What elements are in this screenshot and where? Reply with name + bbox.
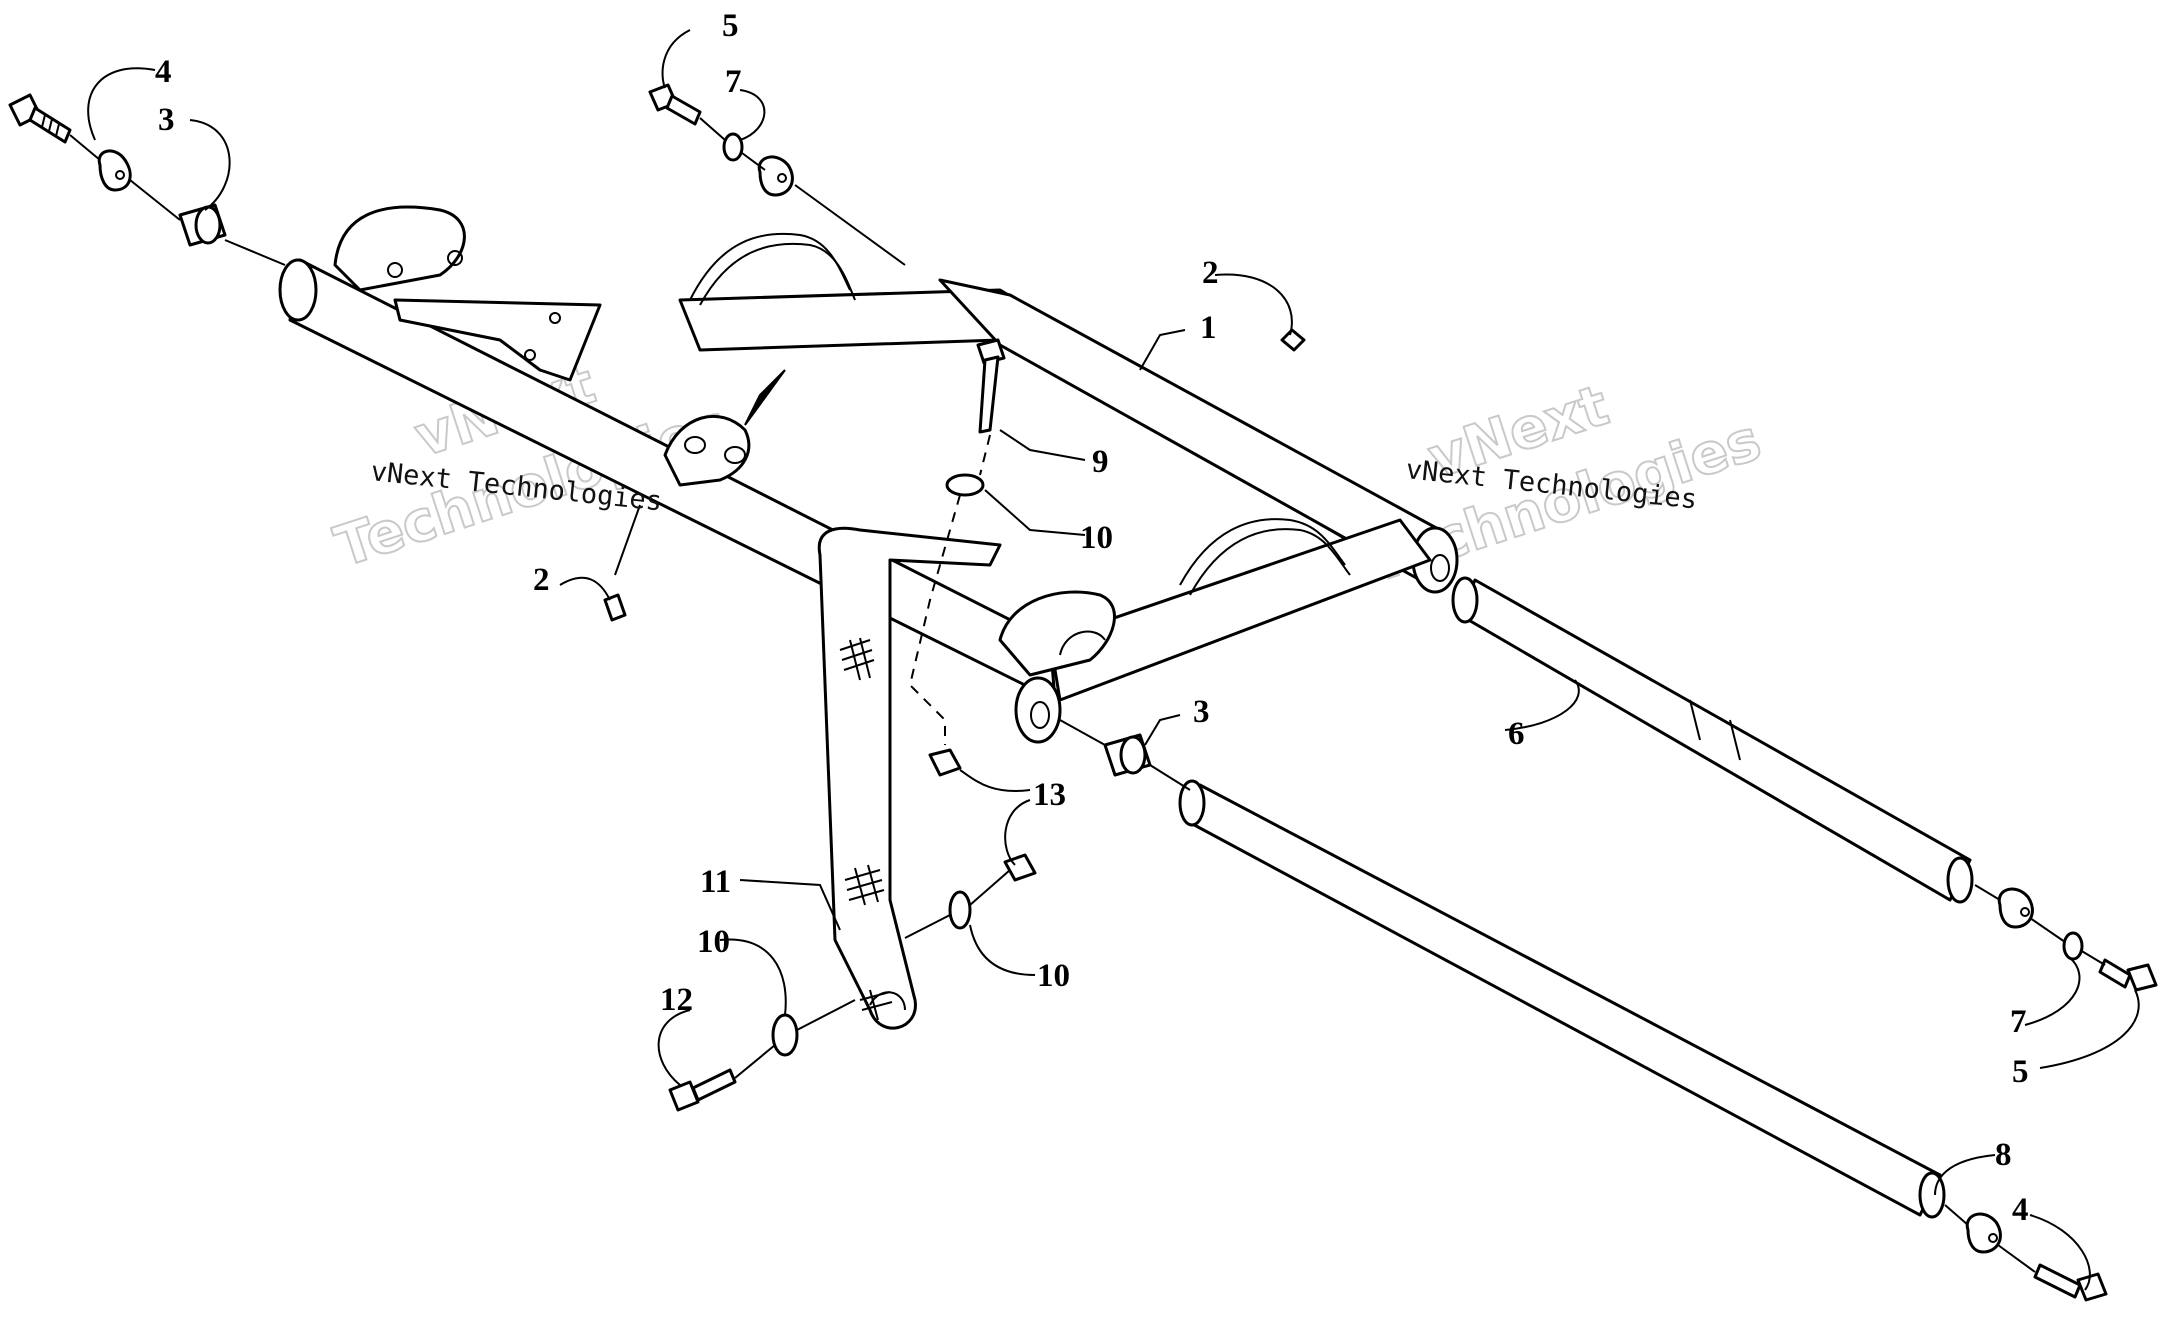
callout-1: 1 xyxy=(1200,310,1217,346)
rod-8-end-right xyxy=(1918,1171,1946,1219)
lock-nut-top-left xyxy=(97,149,132,192)
callout-4-top: 4 xyxy=(155,54,172,90)
clevis-hole xyxy=(684,436,706,454)
front-hub xyxy=(1014,676,1062,744)
rod-8-end-left xyxy=(1178,779,1206,827)
knurl-marks xyxy=(839,637,893,1021)
washer-7-top xyxy=(722,132,744,162)
callout-10-top: 10 xyxy=(1080,520,1113,556)
handle-loop-top-inner xyxy=(699,242,856,306)
shock-bracket-front xyxy=(998,590,1116,677)
lock-nut-right-mid xyxy=(1997,887,2034,929)
front-hub-bore xyxy=(1030,701,1050,729)
callout-3-center: 3 xyxy=(1193,694,1210,730)
bracket-hole xyxy=(387,262,403,278)
callout-5-right: 5 xyxy=(2012,1054,2029,1090)
bracket-hole xyxy=(447,250,463,266)
handle-loop-top xyxy=(689,232,851,301)
drop-link xyxy=(817,526,1002,1030)
washer-10-right xyxy=(948,890,972,930)
callout-3-top: 3 xyxy=(158,102,175,138)
rod-6-end-right xyxy=(1946,856,1974,904)
washer-7-right xyxy=(2062,931,2084,961)
front-tube-end-left xyxy=(278,258,318,322)
callout-9: 9 xyxy=(1092,444,1109,480)
callout-7-top: 7 xyxy=(725,64,742,100)
rod-8-body xyxy=(1183,783,1942,1217)
grease-fitting-2-left xyxy=(603,593,627,622)
mounting-plate xyxy=(393,298,602,382)
rear-right-hub-bore xyxy=(1430,554,1450,582)
bolt-4-bottom xyxy=(2033,1263,2108,1302)
rod-8 xyxy=(1178,779,1946,1219)
clevis-tab xyxy=(663,414,751,487)
callout-8: 8 xyxy=(1995,1137,2012,1173)
callout-13: 13 xyxy=(1033,777,1066,813)
callout-11: 11 xyxy=(700,864,731,900)
rod-6-end-left xyxy=(1451,576,1479,624)
callout-2-left: 2 xyxy=(533,562,550,598)
bracket-hook xyxy=(1059,630,1106,656)
clevis-hole xyxy=(724,446,746,464)
callout-6: 6 xyxy=(1508,716,1525,752)
rod-6-groove xyxy=(1689,699,1741,761)
bolt-5-top xyxy=(648,83,702,126)
grease-fitting-2-right xyxy=(1280,328,1306,352)
nut-13-upper xyxy=(928,748,962,777)
handle-loop-bottom-inner xyxy=(1189,528,1351,596)
washer-10-top xyxy=(945,473,985,497)
bolt-12 xyxy=(668,1068,737,1112)
lock-nut-top-center xyxy=(757,155,794,197)
spacer-3-center xyxy=(1103,733,1152,777)
handle-loop-bottom xyxy=(1179,518,1346,586)
callout-7-right: 7 xyxy=(2010,1004,2027,1040)
callout-10-right: 10 xyxy=(1037,958,1070,994)
callout-labels: 4 3 5 7 2 1 9 10 2 3 6 13 11 10 10 12 7 … xyxy=(155,8,2029,1228)
rod-6 xyxy=(1451,576,1974,904)
bolt-9 xyxy=(976,338,1006,434)
callout-leaders xyxy=(87,29,2140,1291)
bolt-5-right xyxy=(2098,958,2158,992)
spacer-3-top xyxy=(178,203,227,247)
callout-12: 12 xyxy=(660,982,693,1018)
bolt-4-top xyxy=(8,93,72,144)
pointer-arrow-icon xyxy=(744,369,786,426)
rod-6-body xyxy=(1458,578,1972,902)
washer-10-left xyxy=(771,1013,799,1057)
lower-rear-tube xyxy=(1048,518,1432,702)
shock-bracket-left xyxy=(333,205,466,292)
callout-4-bottom: 4 xyxy=(2012,1192,2029,1228)
callout-5-top: 5 xyxy=(722,8,739,44)
callout-10-left: 10 xyxy=(697,924,730,960)
plate-hole xyxy=(524,349,536,361)
lock-nut-bottom-right xyxy=(1965,1212,2002,1254)
callout-2-right: 2 xyxy=(1202,255,1219,291)
plate-hole xyxy=(549,312,561,324)
assembly-centerlines xyxy=(69,117,2106,1273)
